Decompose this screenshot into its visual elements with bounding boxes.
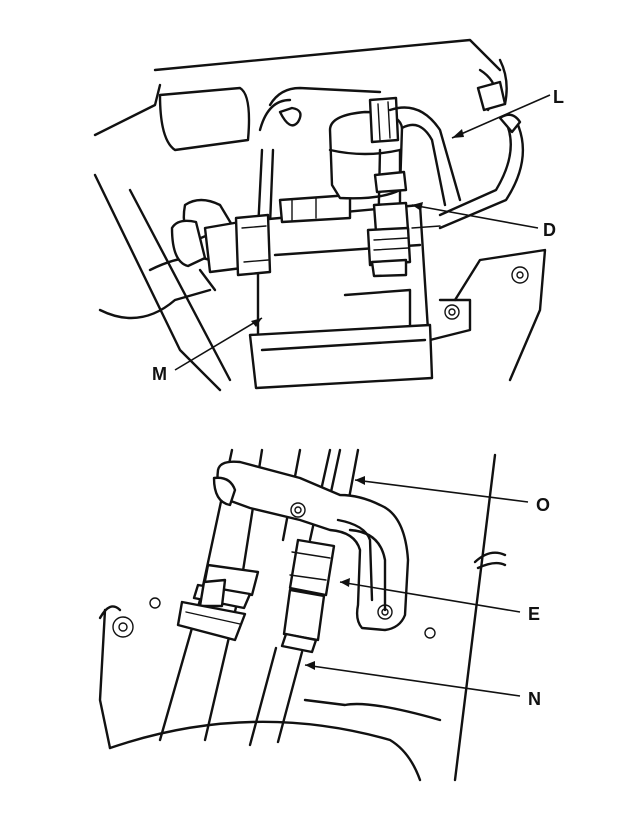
- top-illustration: [93, 38, 547, 392]
- leader-O: [354, 479, 529, 503]
- bottom-illustration: [98, 448, 507, 782]
- callout-E: E: [528, 604, 540, 624]
- leader-D: [411, 204, 539, 229]
- callout-M: M: [152, 364, 167, 384]
- leader-L: [451, 94, 551, 139]
- callout-O: O: [536, 495, 550, 515]
- leader-N: [304, 664, 521, 697]
- leader-E: [339, 581, 521, 613]
- leader-M: [174, 317, 263, 371]
- callout-D: D: [543, 220, 556, 240]
- leader-lines: [174, 94, 551, 697]
- callout-L: L: [553, 87, 564, 107]
- callout-N: N: [528, 689, 541, 709]
